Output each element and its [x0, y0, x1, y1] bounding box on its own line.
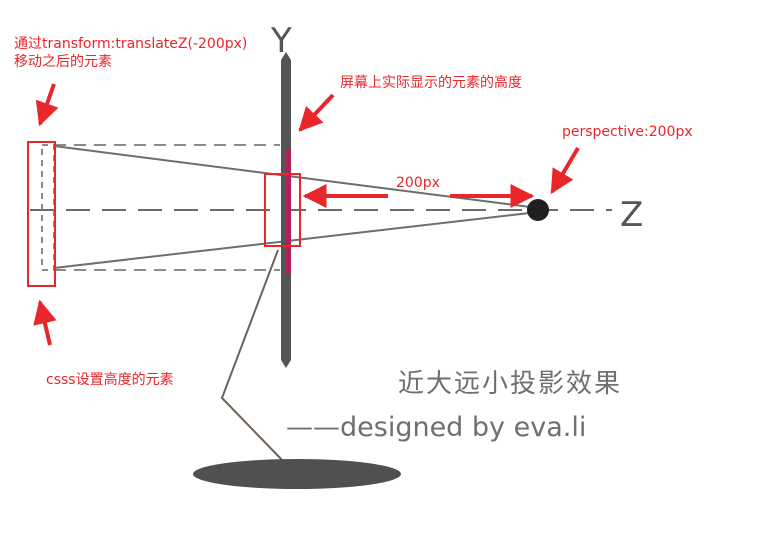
viewer-point	[527, 199, 549, 221]
annotation-screen-height: 屏幕上实际显示的元素的高度	[340, 74, 522, 91]
caption-title: 近大远小投影效果	[398, 369, 622, 399]
projection-band	[286, 150, 291, 274]
annotation-distance: 200px	[396, 175, 440, 191]
translated-element-box	[41, 144, 55, 271]
screen-stand	[220, 249, 285, 463]
arrow-to-translated-element	[35, 83, 59, 127]
annotation-translated-line1: 通过transform:translateZ(-200px)	[14, 36, 247, 52]
annotation-perspective: perspective:200px	[562, 124, 693, 140]
screen-height-highlight	[264, 173, 301, 247]
css-element-highlight	[27, 141, 56, 287]
annotation-translated-line2: 移动之后的元素	[14, 54, 112, 70]
bottom-projection-ray	[53, 211, 539, 269]
y-axis-label: Y	[270, 21, 292, 61]
arrow-to-screen-height	[298, 93, 335, 132]
stand-shadow	[193, 459, 401, 489]
arrow-to-perspective-point	[550, 146, 580, 195]
z-axis-label: Z	[620, 195, 643, 235]
top-projection-ray	[53, 145, 539, 209]
caption-credit: ——designed by eva.li	[286, 412, 586, 443]
arrow-to-css-element	[33, 299, 57, 346]
annotation-css-height: csss设置高度的元素	[46, 371, 174, 388]
